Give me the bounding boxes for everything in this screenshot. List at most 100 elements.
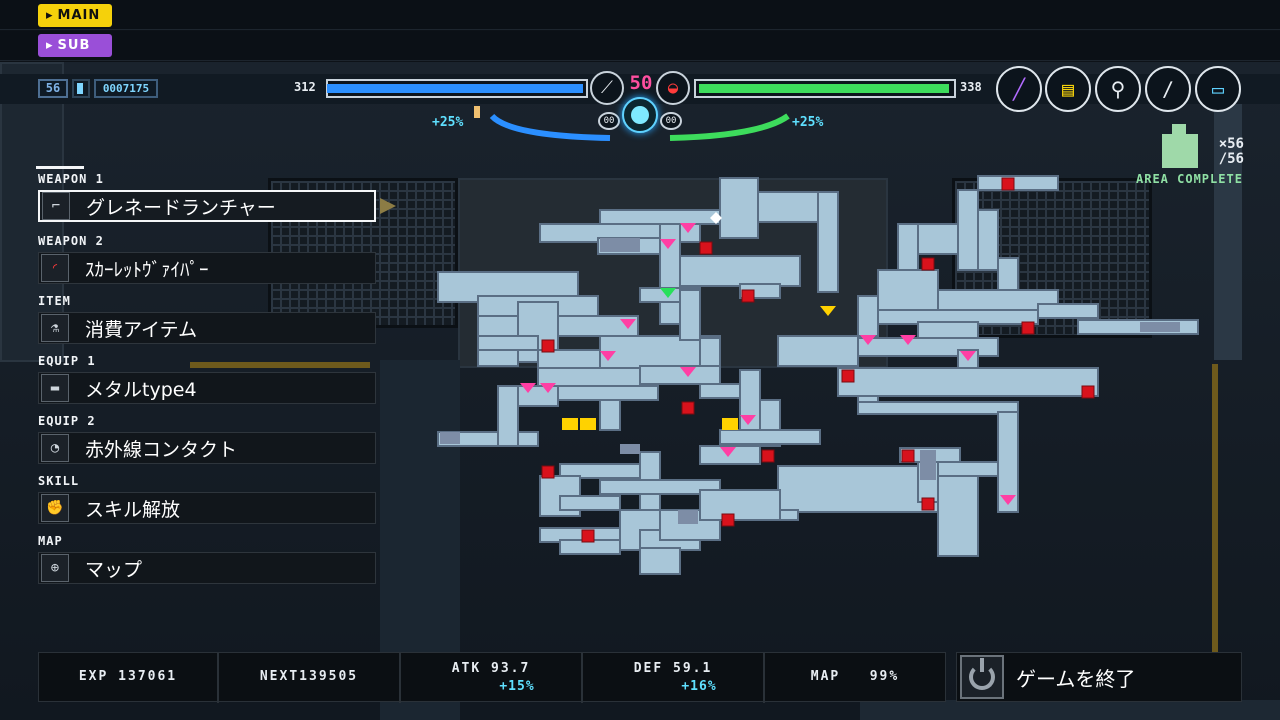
map-room-visited bbox=[600, 238, 640, 252]
stat-def-bonus: +16% bbox=[681, 679, 717, 694]
menu-value: グレネードランチャー bbox=[86, 196, 276, 219]
map-room-visited bbox=[920, 450, 936, 480]
event-marker-icon bbox=[680, 223, 696, 233]
menu-value: 赤外線コンタクト bbox=[85, 438, 238, 461]
map-room bbox=[937, 461, 999, 477]
menu-row[interactable]: ▬ メタルtype4 bbox=[38, 372, 376, 404]
event-marker-icon bbox=[1000, 495, 1016, 505]
map-room bbox=[1037, 303, 1099, 319]
save-room-icon bbox=[699, 241, 713, 255]
stat-next-text: NEXT139505 bbox=[259, 669, 359, 684]
event-marker-icon bbox=[900, 335, 916, 345]
stat-map-label: MAP bbox=[810, 669, 841, 684]
save-room-icon bbox=[1001, 177, 1015, 191]
event-marker-icon bbox=[960, 351, 976, 361]
menu-value: メタルtype4 bbox=[85, 378, 197, 401]
sub-slot-whip[interactable]: ∕ bbox=[1145, 66, 1191, 112]
event-marker-icon bbox=[620, 319, 636, 329]
map-room-visited bbox=[1140, 322, 1180, 332]
map-room bbox=[679, 289, 701, 341]
menu-row[interactable]: ✊ スキル解放 bbox=[38, 492, 376, 524]
cursor-icon bbox=[710, 212, 722, 224]
map-room bbox=[837, 367, 1099, 397]
menu-row[interactable]: ◜ ｽｶｰﾚｯﾄｳﾞｧｲﾊﾟｰ bbox=[38, 252, 376, 284]
event-marker-icon bbox=[520, 383, 536, 393]
event-marker-icon bbox=[720, 447, 736, 457]
save-room-icon bbox=[541, 339, 555, 353]
menu-row[interactable]: ⊕ マップ bbox=[38, 552, 376, 584]
save-room-icon bbox=[1021, 321, 1035, 335]
metal-plate-icon: ▬ bbox=[41, 374, 69, 402]
menu-item-item[interactable]: ITEM ⚗ 消費アイテム bbox=[36, 294, 380, 354]
menu-label: WEAPON 1 bbox=[36, 166, 104, 186]
right-bonus: +25% bbox=[792, 115, 824, 130]
map-room bbox=[477, 335, 539, 351]
map-room bbox=[699, 383, 741, 399]
save-room-icon bbox=[541, 465, 555, 479]
event-marker-icon bbox=[680, 367, 696, 377]
menu-label: ITEM bbox=[38, 294, 71, 308]
main-weapon-tag[interactable]: ▸ MAIN bbox=[38, 4, 112, 27]
map-room bbox=[639, 547, 681, 575]
gun-icon: ▸ bbox=[46, 38, 54, 53]
map-room bbox=[557, 315, 639, 337]
sub-weapon-tag[interactable]: ▸ SUB bbox=[38, 34, 112, 57]
map-room bbox=[517, 385, 559, 407]
map-room bbox=[679, 255, 801, 287]
menu-item-map[interactable]: MAP ⊕ マップ bbox=[36, 534, 380, 594]
stat-exp-text: EXP 137061 bbox=[78, 669, 178, 684]
map-room bbox=[699, 489, 781, 521]
energy-orb-icon bbox=[622, 97, 658, 133]
current-position-icon bbox=[660, 288, 676, 298]
sub-slot-module[interactable]: ▭ bbox=[1195, 66, 1241, 112]
menu-row[interactable]: ⚗ 消費アイテム bbox=[38, 312, 376, 344]
menu-item-weapon2[interactable]: WEAPON 2 ◜ ｽｶｰﾚｯﾄｳﾞｧｲﾊﾟｰ bbox=[36, 234, 380, 294]
arrow-right-icon[interactable] bbox=[380, 198, 396, 214]
sub-slot-grapple[interactable]: ⚲ bbox=[1095, 66, 1141, 112]
menu-value: マップ bbox=[85, 558, 143, 581]
save-room-icon bbox=[761, 449, 775, 463]
bullet-counter: 50 bbox=[629, 72, 653, 94]
stat-next: NEXT139505 bbox=[219, 653, 401, 703]
stat-exp: EXP 137061 bbox=[39, 653, 219, 703]
menu-row[interactable]: ◔ 赤外線コンタクト bbox=[38, 432, 376, 464]
left-bonus: +25% bbox=[432, 115, 464, 130]
player-hp-value: 312 bbox=[294, 80, 316, 94]
background-gold-trim bbox=[190, 362, 370, 368]
sub-slot-blade[interactable]: ╱ bbox=[996, 66, 1042, 112]
stat-atk-bonus: +15% bbox=[499, 679, 535, 694]
map-room bbox=[917, 223, 959, 255]
menu-item-skill[interactable]: SKILL ✊ スキル解放 bbox=[36, 474, 380, 534]
menu-item-equip1[interactable]: EQUIP 1 ▬ メタルtype4 bbox=[36, 354, 380, 414]
background-gold-trim-right bbox=[1212, 364, 1218, 704]
gun-icon: ▸ bbox=[46, 8, 54, 23]
piece-counts: ×56 /56 bbox=[1204, 137, 1244, 167]
map-room bbox=[599, 209, 721, 225]
quit-label: ゲームを終了 bbox=[1016, 666, 1136, 691]
piece-collected: ×56 bbox=[1218, 136, 1244, 152]
quit-game-button[interactable]: ゲームを終了 bbox=[956, 652, 1242, 702]
menu-item-weapon1[interactable]: WEAPON 1 ⌐ グレネードランチャー bbox=[36, 166, 396, 232]
map-room bbox=[699, 337, 721, 369]
ammo-icon bbox=[474, 106, 480, 118]
exp-counter: 0007175 bbox=[94, 79, 158, 98]
potion-icon: ⚗ bbox=[41, 314, 69, 342]
menu-value: スキル解放 bbox=[85, 498, 181, 521]
area-status: AREA COMPLETE bbox=[1136, 172, 1243, 186]
save-room-icon bbox=[921, 257, 935, 271]
map-room-visited bbox=[440, 432, 460, 444]
map-pin-icon: ⊕ bbox=[41, 554, 69, 582]
stat-atk-text: ATK 93.7 bbox=[451, 661, 531, 676]
map-room bbox=[599, 399, 621, 431]
save-room-icon bbox=[581, 529, 595, 543]
menu-row[interactable]: ⌐ グレネードランチャー bbox=[38, 190, 376, 222]
stat-def: DEF 59.1 +16% bbox=[583, 653, 765, 703]
muscle-icon: ✊ bbox=[41, 494, 69, 522]
menu-label: WEAPON 2 bbox=[38, 234, 104, 248]
enemy-hp-bar bbox=[694, 79, 956, 98]
map-room bbox=[719, 177, 759, 239]
menu-item-equip2[interactable]: EQUIP 2 ◔ 赤外線コンタクト bbox=[36, 414, 380, 474]
map-room bbox=[957, 189, 979, 271]
sub-slot-chip[interactable]: ▤ bbox=[1045, 66, 1091, 112]
